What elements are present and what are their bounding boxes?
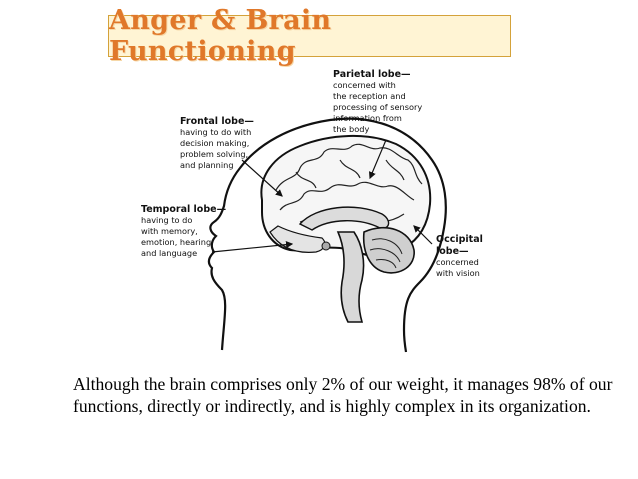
frontal-lobe-name: Frontal lobe— bbox=[180, 116, 254, 127]
occipital-leader-line bbox=[413, 225, 433, 245]
temporal-desc-line: emotion, hearing, bbox=[141, 237, 214, 247]
frontal-desc-line: problem solving, bbox=[180, 149, 248, 159]
occipital-desc-line: with vision bbox=[436, 268, 480, 278]
corpus-callosum bbox=[298, 206, 390, 231]
title-banner: Anger & Brain Functioning bbox=[108, 5, 511, 67]
occipital-lobe-name-cont: lobe— bbox=[436, 246, 469, 257]
frontal-desc-line: having to do with bbox=[180, 127, 251, 137]
temporal-leader-line bbox=[211, 241, 294, 253]
parietal-leader-line bbox=[369, 139, 387, 180]
occipital-desc-line: concerned bbox=[436, 257, 479, 267]
temporal-desc-line: and language bbox=[141, 248, 197, 258]
pituitary bbox=[321, 241, 331, 251]
brainstem bbox=[336, 231, 365, 323]
slide-title: Anger & Brain Functioning bbox=[109, 5, 332, 67]
parietal-desc-line: processing of sensory bbox=[333, 102, 422, 112]
head-profile bbox=[207, 117, 447, 353]
occipital-lobe-name: Occipital bbox=[436, 234, 483, 245]
frontal-leader-line bbox=[241, 159, 283, 197]
cerebellum bbox=[362, 226, 415, 274]
parietal-desc-line: the reception and bbox=[333, 91, 406, 101]
frontal-desc-line: decision making, bbox=[180, 138, 249, 148]
temporal-lobe-name: Temporal lobe— bbox=[141, 204, 226, 215]
temporal-desc-line: with memory, bbox=[141, 226, 198, 236]
temporal-desc-line: having to do bbox=[141, 215, 192, 225]
parietal-lobe-name: Parietal lobe— bbox=[333, 69, 411, 80]
parietal-desc-line: concerned with bbox=[333, 80, 396, 90]
parietal-desc-line: information from bbox=[333, 113, 402, 123]
parietal-desc-line: the body bbox=[333, 124, 369, 134]
caption-text: Although the brain comprises only 2% of … bbox=[73, 374, 613, 416]
frontal-desc-line: and planning bbox=[180, 160, 234, 170]
